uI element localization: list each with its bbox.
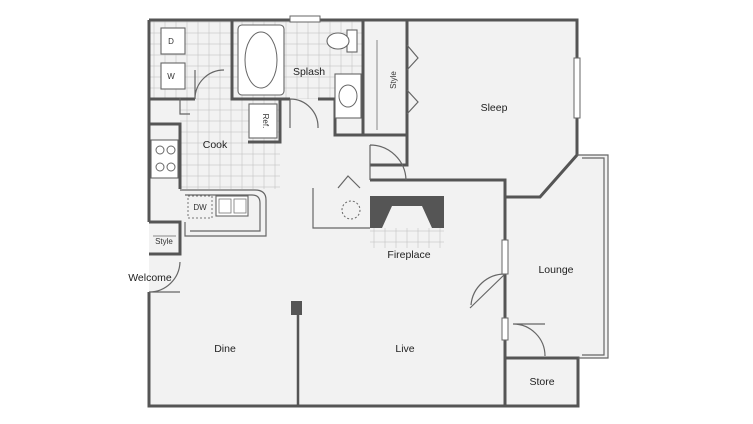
fireplace bbox=[370, 196, 444, 228]
burner-icon bbox=[166, 145, 176, 155]
structural-column bbox=[291, 301, 302, 315]
burner-icon bbox=[155, 145, 165, 155]
refrigerator bbox=[248, 103, 278, 139]
room-label-style-entry: Style bbox=[155, 237, 173, 246]
welcome-door bbox=[148, 261, 181, 293]
entry-closet-wall bbox=[149, 220, 182, 256]
alcove-door bbox=[337, 175, 361, 189]
sleep-wall-lower bbox=[370, 178, 507, 197]
kitchen-counter-inner bbox=[185, 194, 261, 232]
sleep-window bbox=[573, 57, 581, 119]
kitchen-counter bbox=[180, 189, 267, 237]
dryer bbox=[160, 27, 186, 55]
room-label-dine: Dine bbox=[214, 343, 236, 355]
washer bbox=[160, 62, 186, 90]
kitchen-sink bbox=[215, 195, 249, 217]
toilet-bowl bbox=[326, 32, 350, 50]
dishwasher-label: DW bbox=[193, 203, 207, 212]
bathtub-basin bbox=[244, 31, 278, 89]
lounge-door bbox=[469, 273, 506, 309]
room-label-lounge: Lounge bbox=[538, 264, 573, 276]
kitchen-sink-basin bbox=[218, 198, 232, 214]
store-door bbox=[512, 323, 546, 357]
room-label-sleep: Sleep bbox=[481, 102, 508, 114]
lounge-window-panel bbox=[501, 239, 509, 275]
room-label-cook: Cook bbox=[203, 139, 228, 151]
room-label-fireplace: Fireplace bbox=[387, 249, 430, 261]
dishwasher bbox=[187, 195, 213, 219]
room-label-welcome: Welcome bbox=[128, 272, 172, 284]
dryer-label: D bbox=[168, 37, 174, 46]
fridge-wall bbox=[248, 99, 282, 144]
fireplace-hearth-tile bbox=[370, 228, 444, 248]
kitchen-sink-basin bbox=[233, 198, 247, 214]
lounge-balcony-rail-inner bbox=[582, 157, 605, 356]
towel-bar bbox=[289, 15, 321, 23]
burner-icon bbox=[155, 162, 165, 172]
bath-wall-right bbox=[318, 20, 365, 137]
bathtub bbox=[237, 24, 285, 96]
room-label-style-bedroom: Style bbox=[389, 71, 398, 89]
sleep-door bbox=[369, 144, 407, 181]
fireplace-alcove-wall bbox=[312, 188, 370, 229]
sink bbox=[338, 84, 358, 108]
laundry-door bbox=[194, 69, 225, 100]
splash-door bbox=[289, 98, 319, 129]
kitchen-pantry-door bbox=[179, 98, 190, 115]
water-heater-icon bbox=[341, 200, 361, 220]
washer-label: W bbox=[167, 72, 175, 81]
room-label-live: Live bbox=[395, 343, 414, 355]
lounge-balcony-rail bbox=[577, 154, 609, 359]
lounge-store-panel bbox=[501, 317, 509, 341]
kitchen-left-wall bbox=[149, 122, 182, 189]
sleep-wall bbox=[370, 135, 409, 167]
stove bbox=[150, 139, 179, 179]
laundry-wall bbox=[230, 20, 290, 101]
refrigerator-label: Ref. bbox=[261, 114, 270, 129]
burner-icon bbox=[166, 162, 176, 172]
room-label-splash: Splash bbox=[293, 66, 325, 78]
room-label-store: Store bbox=[529, 376, 554, 388]
closet-door-sleep bbox=[406, 44, 419, 115]
